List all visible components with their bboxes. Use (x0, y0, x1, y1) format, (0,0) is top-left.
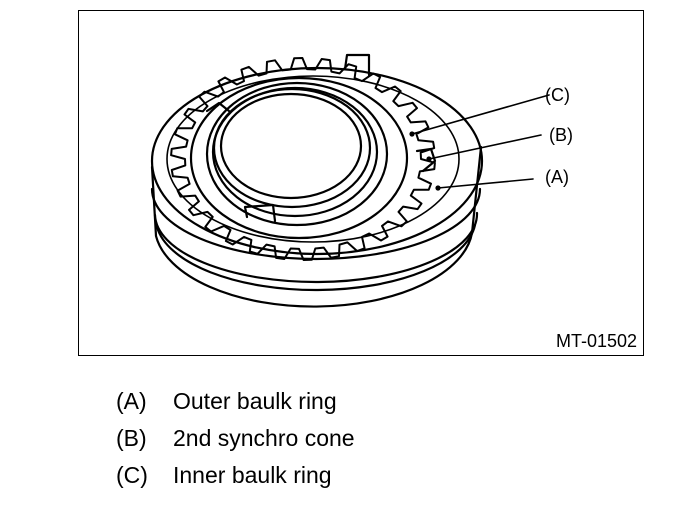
synchro-assembly-drawing (150, 53, 550, 308)
legend-key-b: (B) (116, 425, 147, 451)
outer-baulk-ring-body (189, 76, 409, 240)
inner-baulk-ring-outer (212, 87, 372, 209)
hub-groove-bottom (155, 223, 477, 292)
outer-baulk-ring-teeth (170, 57, 436, 261)
hub-inner-rim (166, 75, 460, 243)
hub-groove-lower (153, 211, 479, 284)
leader-b-dot (426, 156, 432, 162)
hub-groove-upper (150, 187, 482, 261)
legend-key-c: (C) (116, 462, 148, 488)
leader-a (437, 178, 534, 189)
right-tab (415, 147, 437, 173)
callout-label-c: (C) (545, 85, 570, 105)
legend-item-b: (B) 2nd synchro cone (116, 423, 355, 460)
callout-label-a: (A) (545, 167, 569, 187)
leader-c-dot (409, 131, 415, 137)
callout-label-b: (B) (549, 125, 573, 145)
figure-code: MT-01502 (555, 331, 637, 351)
upper-lug (343, 53, 371, 77)
inner-baulk-ring-inner (219, 92, 363, 200)
legend-text-a: Outer baulk ring (173, 388, 337, 414)
legend-text-b: 2nd synchro cone (173, 425, 355, 451)
legend-key-a: (A) (116, 388, 147, 414)
leader-a-dot (435, 185, 441, 191)
legend-text-c: Inner baulk ring (173, 462, 332, 488)
synchro-cone-inner (211, 86, 379, 218)
hub-cylinder-side (150, 145, 483, 308)
leader-c (411, 94, 550, 135)
legend-item-a: (A) Outer baulk ring (116, 386, 355, 423)
legend: (A)Outer baulk ring (B)2nd synchro cone … (116, 386, 355, 497)
hub-outer-rim (150, 66, 484, 256)
leader-b (428, 134, 542, 160)
figure-frame: (C) (B) (A) MT-01502 (78, 10, 644, 356)
lower-lug (243, 203, 277, 223)
left-tab (205, 101, 231, 113)
legend-item-c: (C) Inner baulk ring (116, 460, 355, 497)
synchro-cone-outer (205, 81, 389, 227)
